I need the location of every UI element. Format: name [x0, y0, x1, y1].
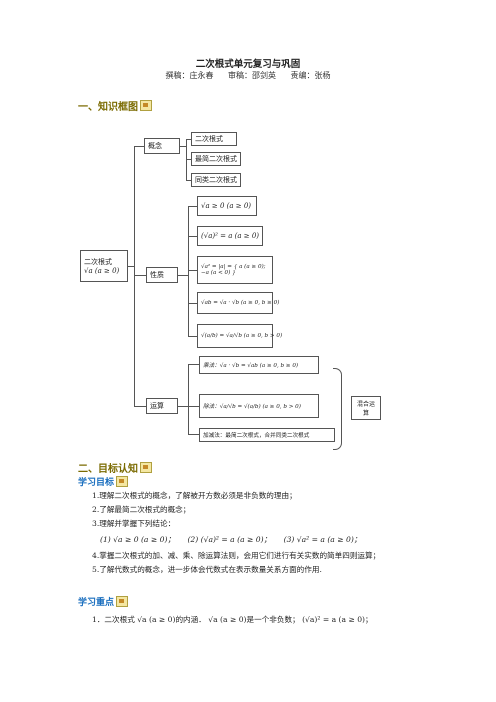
- concept-radical: 二次根式: [191, 132, 237, 146]
- op-addsub: 加减法：最简二次根式，合并同类二次根式: [199, 428, 335, 442]
- connector: [188, 406, 199, 407]
- section-title: 一、知识框图: [78, 102, 138, 113]
- connector: [188, 206, 197, 207]
- root-label: 二次根式: [84, 258, 112, 266]
- image-icon: [116, 476, 129, 487]
- conclusions-row: (1) √a ≥ 0 (a ≥ 0)； (2) (√a)² = a (a ≥ 0…: [100, 534, 361, 545]
- connector: [186, 159, 191, 160]
- node-concept: 概念: [144, 138, 180, 154]
- author: 撰稿：庄永春: [165, 71, 214, 80]
- editor: 责编：张杨: [290, 71, 331, 80]
- concept-like: 同类二次根式: [191, 173, 241, 187]
- goal-item: 1.理解二次根式的概念，了解被开方数必须是非负数的理由；: [92, 491, 297, 500]
- connector: [134, 146, 144, 147]
- subsection-key-points: 学习重点: [78, 595, 129, 608]
- node-property: 性质: [146, 267, 178, 283]
- connector: [186, 139, 187, 181]
- conclusion-3: (3) √a² = a (a ≥ 0)；: [283, 535, 362, 544]
- connector: [188, 434, 199, 435]
- property-quotient: √(a/b) = √a/√b (a ≥ 0, b > 0): [197, 324, 282, 348]
- node-operation: 运算: [146, 398, 178, 414]
- connector: [188, 303, 197, 304]
- mixed-operation: 混合运算: [351, 396, 381, 420]
- subsection-learning-goals: 学习目标: [78, 475, 129, 488]
- connector: [188, 364, 189, 434]
- connector: [180, 146, 186, 147]
- connector: [188, 206, 189, 336]
- connector: [178, 275, 188, 276]
- connector: [188, 270, 197, 271]
- connector: [186, 180, 191, 181]
- image-icon: [140, 462, 152, 473]
- root-node: 二次根式 √a (a ≥ 0): [80, 250, 128, 282]
- connector: [186, 139, 191, 140]
- root-formula: √a (a ≥ 0): [84, 267, 120, 275]
- op-multiply: 乘法：√a · √b = √ab (a ≥ 0, b ≥ 0): [199, 356, 319, 374]
- connector: [188, 336, 197, 337]
- property-square: (√a)² = a (a ≥ 0): [197, 226, 263, 246]
- connector: [178, 406, 188, 407]
- goal-item: 5.了解代数式的概念，进一步体会代数式在表示数量关系方面的作用.: [92, 565, 322, 574]
- byline: 撰稿：庄永春 审稿：邵剑英 责编：张杨: [0, 70, 496, 81]
- goal-item: 4.掌握二次根式的加、减、乘、除运算法则，会用它们进行有关实数的简单四则运算；: [92, 551, 381, 560]
- property-nonneg: √a ≥ 0 (a ≥ 0): [197, 196, 257, 216]
- reviewer: 审稿：邵剑英: [228, 71, 276, 80]
- goal-item: 3.理解并掌握下列结论：: [92, 519, 176, 528]
- section-goals: 二、目标认知: [78, 460, 152, 475]
- property-abs: √a² = |a| = { a (a ≥ 0); −a (a < 0) }: [197, 256, 273, 284]
- connector: [134, 406, 146, 407]
- connector: [134, 146, 135, 407]
- subsection-title: 学习目标: [78, 478, 115, 488]
- connector: [188, 236, 197, 237]
- key-item: 1．二次根式 √a (a ≥ 0)的内涵． √a (a ≥ 0)是一个非负数； …: [92, 615, 373, 624]
- concept-simplest: 最简二次根式: [191, 152, 241, 166]
- doc-title: 二次根式单元复习与巩固: [195, 59, 301, 70]
- connector: [188, 364, 199, 365]
- section-title: 二、目标认知: [78, 464, 138, 475]
- op-divide: 除法：√a/√b = √(a/b) (a ≥ 0, b > 0): [199, 394, 319, 418]
- conclusion-2: (2) (√a)² = a (a ≥ 0)；: [187, 535, 272, 544]
- image-icon: [116, 596, 129, 607]
- goal-item: 2.了解最简二次根式的概念；: [92, 505, 191, 514]
- section-knowledge-frame: 一、知识框图: [78, 98, 152, 113]
- conclusion-1: (1) √a ≥ 0 (a ≥ 0)；: [100, 535, 176, 544]
- subsection-title: 学习重点: [78, 598, 115, 608]
- connector: [128, 266, 134, 267]
- right-brace: [333, 368, 342, 450]
- image-icon: [140, 100, 152, 111]
- property-product: √ab = √a · √b (a ≥ 0, b ≥ 0): [197, 292, 279, 314]
- connector: [134, 275, 146, 276]
